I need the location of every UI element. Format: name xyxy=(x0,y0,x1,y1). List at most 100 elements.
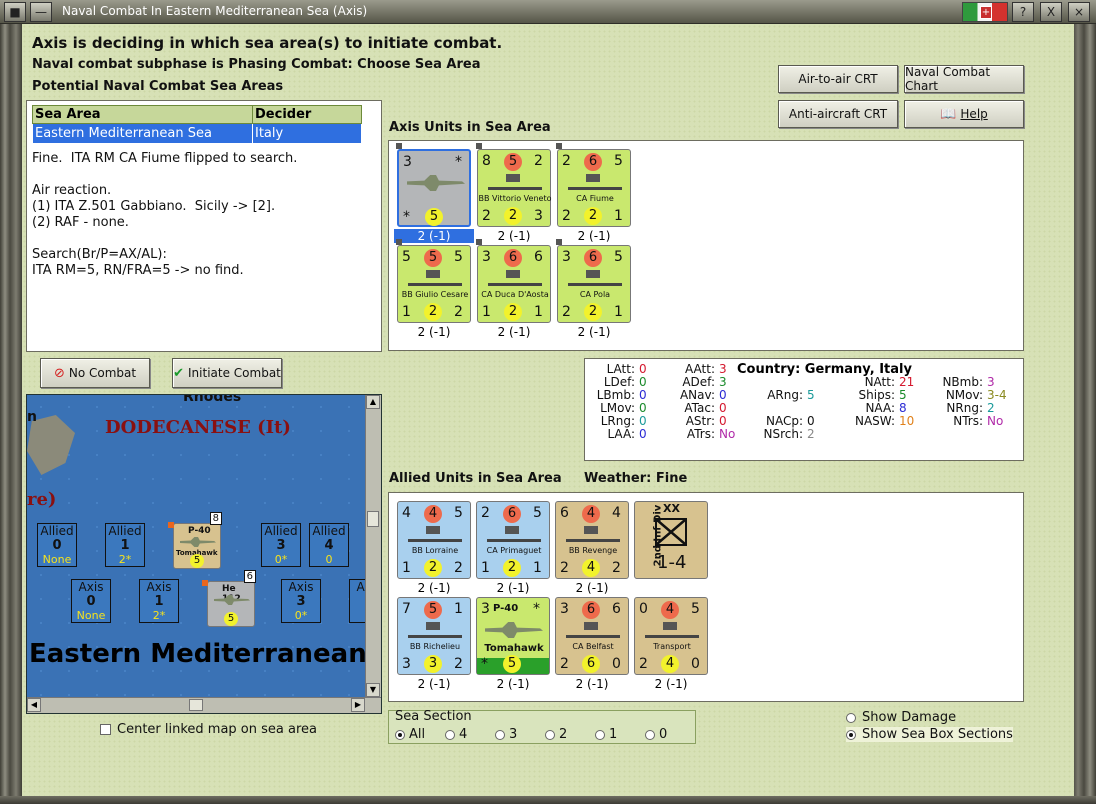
sea-section-radio-dot[interactable] xyxy=(545,729,555,740)
context-help-button[interactable]: ? xyxy=(1012,2,1034,22)
axis-yellow-circle: 2 xyxy=(584,207,602,225)
help-button-label: Help xyxy=(960,107,988,121)
initiate-combat-button[interactable]: ✔Initiate Combat xyxy=(172,358,282,388)
stat-value: 5 xyxy=(807,388,815,402)
stat-label: NTrs: xyxy=(953,414,983,428)
stat-label: LAtt: xyxy=(606,362,635,376)
air-to-air-crt-button[interactable]: Air-to-air CRT xyxy=(778,65,898,93)
scroll-right-arrow[interactable]: ▶ xyxy=(351,698,365,712)
allied-bottom-value: 1 xyxy=(481,560,490,576)
no-combat-button[interactable]: ⊘No Combat xyxy=(40,358,150,388)
allied-bottom-value: * xyxy=(481,656,488,672)
axis-yellow-circle: 2 xyxy=(584,303,602,321)
allied-ship-icon xyxy=(566,622,620,638)
axis-unit-name: CA Duca D'Aosta xyxy=(481,290,549,299)
naval-combat-chart-button[interactable]: Naval Combat Chart xyxy=(904,65,1024,93)
help-button[interactable]: 📖Help xyxy=(904,100,1024,128)
allied-top-value: 0 xyxy=(639,601,648,617)
anti-aircraft-crt-button[interactable]: Anti-aircraft CRT xyxy=(778,100,898,128)
sea-section-option-all[interactable]: All xyxy=(395,727,425,742)
sea-section-option-1[interactable]: 1 xyxy=(595,727,617,742)
allied-top-value: 1 xyxy=(454,601,463,617)
axis-units-heading: Axis Units in Sea Area xyxy=(389,120,551,135)
show-sea-box-dot[interactable] xyxy=(846,729,856,740)
sea-name-label: Eastern Mediterranean xyxy=(29,639,367,669)
window-minimize-button[interactable]: — xyxy=(30,2,52,22)
axis-counter-0[interactable]: 3**5 xyxy=(397,149,471,227)
close-button[interactable]: X xyxy=(1040,2,1062,22)
axis-stack-marker xyxy=(556,143,562,149)
main-heading: Axis is deciding in which sea area(s) to… xyxy=(32,34,503,52)
show-sea-box-radio[interactable]: Show Sea Box Sections xyxy=(846,727,1013,742)
allied-top-value: 3 xyxy=(560,601,569,617)
system-menu-button[interactable]: ■ xyxy=(4,2,26,22)
stat-value: 10 xyxy=(899,414,915,428)
sea-section-radio-dot[interactable] xyxy=(495,729,505,740)
axis-top-value: 5 xyxy=(402,249,411,265)
center-linked-box[interactable] xyxy=(100,724,111,735)
allied-bottom-value: 1 xyxy=(533,560,542,576)
sea-section-radio-dot[interactable] xyxy=(595,729,605,740)
map-vertical-scrollbar[interactable]: ▲ ▼ xyxy=(365,395,381,699)
sea-section-radio-dot[interactable] xyxy=(445,729,455,740)
scroll-thumb-h[interactable] xyxy=(189,699,203,711)
allied-box-status: 0* xyxy=(274,553,288,566)
center-linked-checkbox[interactable]: Center linked map on sea area xyxy=(100,722,317,737)
allied-unit-name: CA Primaguet xyxy=(486,546,542,555)
scroll-thumb-v[interactable] xyxy=(367,511,379,527)
scroll-down-arrow[interactable]: ▼ xyxy=(366,683,380,697)
sea-section-radio-dot[interactable] xyxy=(645,729,655,740)
show-damage-radio[interactable]: Show Damage xyxy=(846,710,956,725)
scroll-left-arrow[interactable]: ◀ xyxy=(27,698,41,712)
axis-attack-circle: 6 xyxy=(504,249,522,267)
map-label-dodecanese: DODECANESE (It) xyxy=(105,417,291,438)
allied-ship-icon xyxy=(408,526,462,542)
axis-box-count: 3 xyxy=(296,594,306,609)
allied-attack-circle: 4 xyxy=(424,505,442,523)
map-horizontal-scrollbar[interactable]: ◀ ▶ xyxy=(27,697,381,713)
allied-box-status: None xyxy=(42,553,72,566)
axis-top-value: 5 xyxy=(614,249,623,265)
sea-section-option-4[interactable]: 4 xyxy=(445,727,467,742)
checkmark-icon: ✔ xyxy=(173,365,185,381)
stat-label: AAtt: xyxy=(685,362,715,376)
allied-box-count: 4 xyxy=(324,538,334,553)
axis-box-label: Axis xyxy=(288,580,314,594)
stat-value: 0 xyxy=(639,375,647,389)
allied-top-value: 5 xyxy=(454,505,463,521)
sea-section-radio-dot[interactable] xyxy=(395,729,405,740)
show-damage-dot[interactable] xyxy=(846,712,856,723)
allied-box-label: Allied xyxy=(40,524,74,538)
map-stack-he112[interactable]: He 11256 xyxy=(202,570,256,627)
scroll-up-arrow[interactable]: ▲ xyxy=(366,395,380,409)
sea-section-option-2[interactable]: 2 xyxy=(545,727,567,742)
sea-section-option-3[interactable]: 3 xyxy=(495,727,517,742)
close-icon[interactable]: × xyxy=(1068,2,1090,22)
help-book-icon: 📖 xyxy=(940,106,957,122)
sea-section-option-0[interactable]: 0 xyxy=(645,727,667,742)
